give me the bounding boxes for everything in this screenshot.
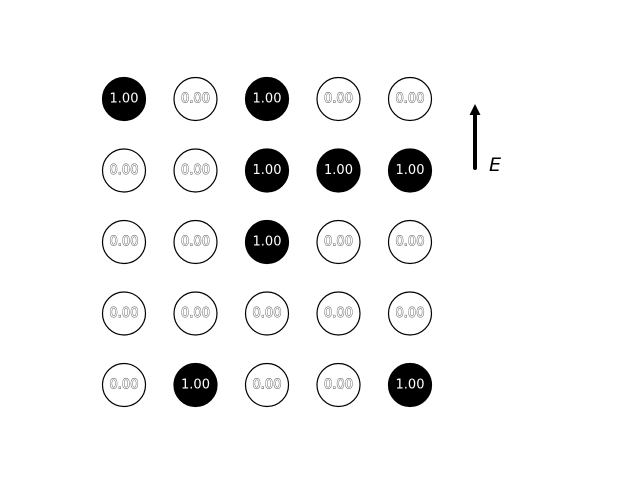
cell-circle <box>316 76 361 122</box>
cell-value-label: 1.00 <box>324 163 353 178</box>
cell-circle <box>101 219 147 265</box>
lattice-cell-r4-c2: 0.00 <box>173 291 218 336</box>
cell-circle <box>101 291 147 336</box>
cell-value-label: 0.00 <box>181 92 210 107</box>
cell-value-label: 0.00 <box>110 306 139 321</box>
lattice-cell-r5-c5: 1.00 <box>387 362 433 408</box>
cell-circle <box>173 219 218 265</box>
lattice-cell-r1-c3: 1.00 <box>244 76 290 122</box>
cell-circle <box>244 219 290 265</box>
cell-value-label: 0.00 <box>110 163 139 178</box>
lattice-cell-r3-c1: 0.00 <box>101 219 147 265</box>
cell-circle <box>173 148 218 193</box>
cell-value-label: 0.00 <box>110 378 139 393</box>
cell-value-label: 1.00 <box>253 235 282 250</box>
cell-value-label: 0.00 <box>181 306 210 321</box>
cell-circle <box>101 148 147 193</box>
cell-circle <box>387 291 433 336</box>
lattice-cell-r4-c4: 0.00 <box>316 291 361 336</box>
cell-circle <box>101 76 147 122</box>
cell-grid: 1.00 0.00 1.00 0.00 0.00 0.00 0.00 1.00 1.00 1.00… <box>101 76 433 408</box>
lattice-cell-r2-c2: 0.00 <box>173 148 218 193</box>
lattice-cell-r2-c3: 1.00 <box>244 148 290 193</box>
lattice-cell-r5-c2: 1.00 <box>173 362 218 408</box>
lattice-cell-r2-c5: 1.00 <box>387 148 433 193</box>
cell-value-label: 1.00 <box>253 163 282 178</box>
cell-value-label: 0.00 <box>324 306 353 321</box>
lattice-cell-r3-c5: 0.00 <box>387 219 433 265</box>
field-arrow-group: E <box>469 104 501 176</box>
cell-circle <box>173 76 218 122</box>
cell-value-label: 0.00 <box>253 378 282 393</box>
cell-value-label: 0.00 <box>324 235 353 250</box>
cell-value-label: 0.00 <box>396 235 425 250</box>
cell-circle <box>244 362 290 408</box>
cell-circle <box>316 362 361 408</box>
cell-circle <box>387 219 433 265</box>
cell-circle <box>244 76 290 122</box>
cell-value-label: 1.00 <box>396 163 425 178</box>
cell-value-label: 0.00 <box>324 378 353 393</box>
cell-circle <box>316 148 361 193</box>
cell-circle <box>244 148 290 193</box>
lattice-cell-r4-c1: 0.00 <box>101 291 147 336</box>
lattice-cell-r1-c4: 0.00 <box>316 76 361 122</box>
cell-circle <box>316 219 361 265</box>
field-label: E <box>489 154 501 176</box>
cell-circle <box>173 362 218 408</box>
lattice-cell-r5-c1: 0.00 <box>101 362 147 408</box>
cell-circle <box>316 291 361 336</box>
cell-value-label: 0.00 <box>396 92 425 107</box>
lattice-cell-r2-c4: 1.00 <box>316 148 361 193</box>
lattice-cell-r1-c2: 0.00 <box>173 76 218 122</box>
cell-value-label: 0.00 <box>181 163 210 178</box>
cell-circle <box>387 76 433 122</box>
arrow-up-icon <box>469 104 481 115</box>
lattice-cell-r2-c1: 0.00 <box>101 148 147 193</box>
lattice-cell-r3-c3: 1.00 <box>244 219 290 265</box>
cell-value-label: 1.00 <box>181 378 210 393</box>
lattice-cell-r1-c5: 0.00 <box>387 76 433 122</box>
cell-value-label: 1.00 <box>253 92 282 107</box>
cell-value-label: 0.00 <box>324 92 353 107</box>
lattice-cell-r1-c1: 1.00 <box>101 76 147 122</box>
lattice-cell-r4-c5: 0.00 <box>387 291 433 336</box>
cell-circle <box>244 291 290 336</box>
cell-value-label: 0.00 <box>110 235 139 250</box>
cell-circle <box>101 362 147 408</box>
lattice-cell-r3-c4: 0.00 <box>316 219 361 265</box>
cell-circle <box>173 291 218 336</box>
cell-value-label: 0.00 <box>253 306 282 321</box>
cell-value-label: 0.00 <box>181 235 210 250</box>
lattice-cell-r5-c3: 0.00 <box>244 362 290 408</box>
cell-value-label: 1.00 <box>110 92 139 107</box>
cell-circle <box>387 148 433 193</box>
lattice-cell-r5-c4: 0.00 <box>316 362 361 408</box>
cell-value-label: 1.00 <box>396 378 425 393</box>
lattice-cell-r4-c3: 0.00 <box>244 291 290 336</box>
lattice-cell-r3-c2: 0.00 <box>173 219 218 265</box>
cell-value-label: 0.00 <box>396 306 425 321</box>
cell-circle <box>387 362 433 408</box>
